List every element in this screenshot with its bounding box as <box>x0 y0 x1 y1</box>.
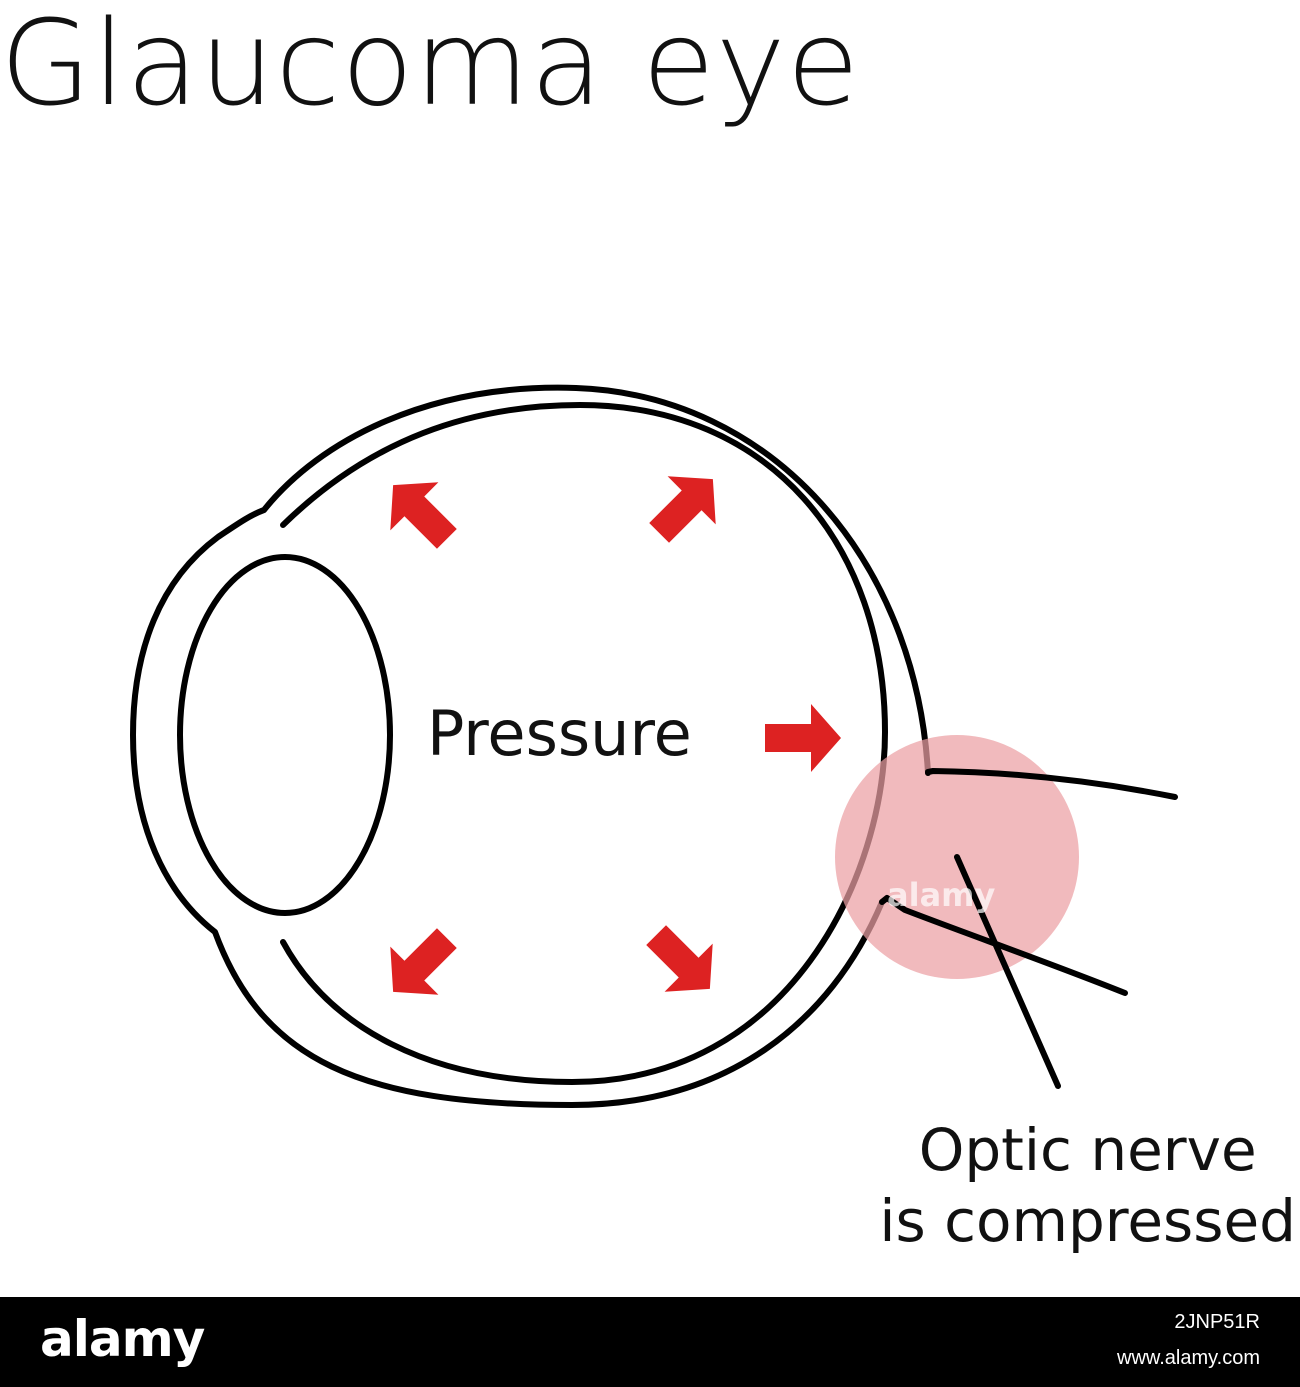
eye-outer-wall <box>130 384 931 1108</box>
pressure-arrow-bottom-right <box>646 925 713 992</box>
image-id: 2JNP51R <box>1174 1311 1260 1333</box>
lens <box>177 554 393 916</box>
footer-bar: alamy 2JNP51R www.alamy.com <box>0 1297 1300 1387</box>
alamy-logo[interactable]: alamy <box>40 1310 205 1368</box>
eye-diagram <box>130 384 1178 1108</box>
pressure-arrow-bottom-left <box>390 928 457 995</box>
footer-url[interactable]: www.alamy.com <box>1117 1347 1260 1369</box>
pressure-arrow-right <box>765 704 841 772</box>
optic-nerve-upper <box>925 768 1178 800</box>
optic-nerve-callout: Optic nerve is compressed <box>879 1115 1296 1257</box>
callout-pointer-line <box>954 854 1061 1089</box>
eye-inner-wall <box>280 401 889 1086</box>
callout-line-2: is compressed <box>879 1186 1296 1255</box>
pressure-arrow-top-left <box>390 482 457 549</box>
page-title: Glaucoma eye <box>0 0 861 132</box>
callout-line-1: Optic nerve <box>918 1116 1257 1184</box>
watermark: alamy <box>887 876 996 914</box>
pressure-label: Pressure <box>427 697 692 770</box>
pressure-arrow-top-right <box>649 476 716 543</box>
